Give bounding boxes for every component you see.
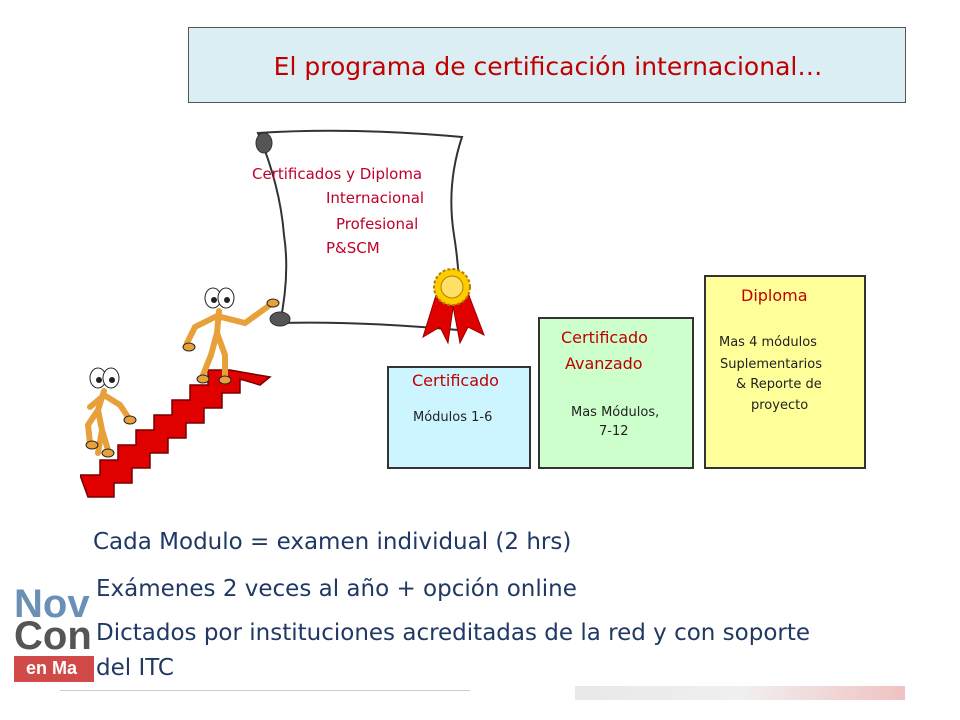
scroll-line-3: Profesional bbox=[336, 215, 419, 233]
bullet-dictados: Dictados por instituciones acreditadas d… bbox=[96, 620, 811, 646]
certificado-detail: Módulos 1-6 bbox=[413, 410, 493, 425]
avanzado-title: Certificado bbox=[561, 328, 648, 347]
background-logo-en-ma: en Ma bbox=[26, 658, 78, 678]
bullet-itc: del ITC bbox=[96, 655, 174, 681]
background-logo-con: Con bbox=[14, 614, 92, 658]
scroll-top-roll bbox=[255, 132, 273, 154]
stairs-illustration bbox=[80, 369, 272, 498]
diploma-title: Diploma bbox=[741, 286, 808, 305]
bullet-modulo-examen: Cada Modulo = examen individual (2 hrs) bbox=[93, 529, 572, 555]
avanzado-detail-2: 7-12 bbox=[599, 424, 629, 439]
scroll-line-4: P&SCM bbox=[326, 239, 380, 257]
background-footer-right bbox=[575, 686, 905, 700]
scroll-line-2: Internacional bbox=[326, 189, 425, 207]
page-title: El programa de certificación internacion… bbox=[273, 52, 823, 81]
level-box-certificado bbox=[387, 366, 531, 469]
diploma-detail-1: Mas 4 módulos bbox=[719, 335, 817, 350]
diploma-detail-4: proyecto bbox=[751, 398, 809, 413]
avanzado-title-2: Avanzado bbox=[565, 354, 643, 373]
background-logo-bar bbox=[14, 656, 94, 682]
level-box-avanzado bbox=[538, 317, 694, 469]
diploma-detail-3: & Reporte de bbox=[736, 377, 822, 392]
stairs-shape bbox=[80, 369, 272, 498]
title-box: El programa de certificación internacion… bbox=[188, 27, 906, 103]
scroll-line-1: Certificados y Diploma bbox=[252, 165, 423, 183]
stick-figure-upper bbox=[182, 287, 280, 385]
certificado-title: Certificado bbox=[412, 371, 499, 390]
background-footer-line bbox=[60, 690, 470, 701]
stick-figure-lower bbox=[84, 367, 137, 458]
diploma-detail-2: Suplementarios bbox=[720, 357, 823, 372]
avanzado-detail-1: Mas Módulos, bbox=[571, 405, 660, 420]
level-box-diploma bbox=[704, 275, 866, 469]
scroll-bottom-roll bbox=[269, 311, 291, 327]
background-logo-nov: Nov bbox=[14, 582, 90, 626]
bullet-examenes: Exámenes 2 veces al año + opción online bbox=[96, 576, 577, 602]
scroll-illustration bbox=[255, 129, 464, 332]
seal-icon bbox=[422, 268, 485, 345]
